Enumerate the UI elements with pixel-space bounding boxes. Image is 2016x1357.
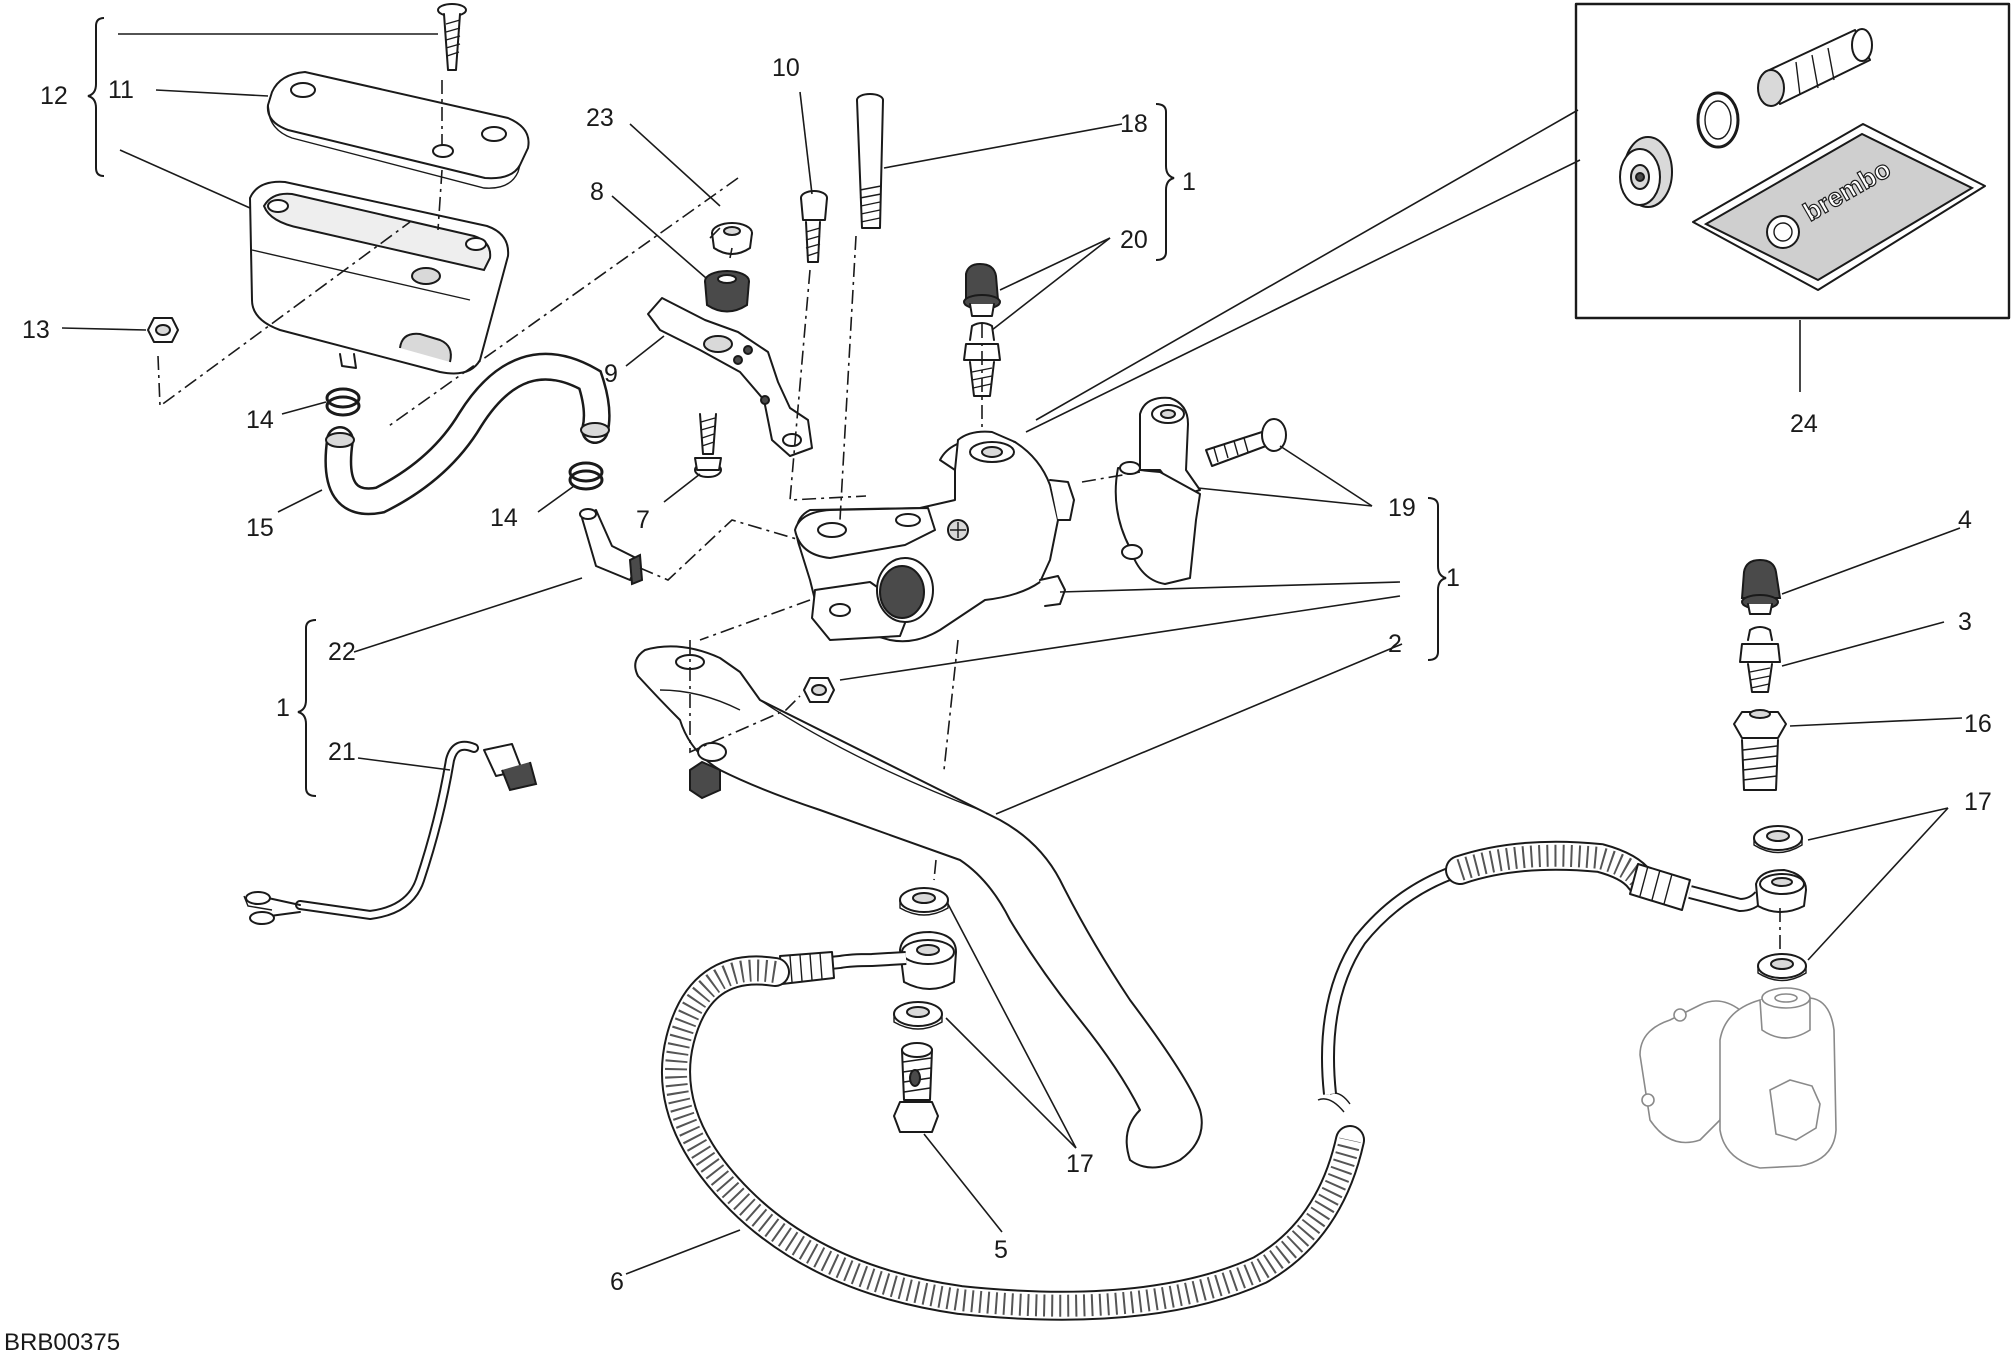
adapter-fitting (1733, 709, 1787, 791)
callout-19: 19 (1388, 494, 1416, 522)
callout-14-upper: 14 (246, 406, 274, 434)
leader-lines (61, 33, 1963, 1275)
bleed-cap-upper (963, 262, 1001, 317)
callout-6: 6 (610, 1268, 624, 1296)
callout-2: 2 (1388, 630, 1402, 658)
mounting-bracket (647, 297, 813, 457)
handlebar-clamp-lower (1114, 461, 1201, 585)
callout-22: 22 (328, 638, 356, 666)
banjo-fitting (899, 931, 957, 990)
bracket-mount-screw (694, 413, 722, 478)
callout-24: 24 (1790, 410, 1818, 438)
reservoir-cover (266, 71, 530, 189)
callout-14-lower: 14 (490, 504, 518, 532)
sealing-washer-upper-right (1753, 825, 1803, 854)
banjo-washer-upper (899, 887, 949, 916)
bleed-nipple (1739, 626, 1781, 693)
handlebar-clamp-upper (1139, 396, 1201, 497)
sealing-washer-lower-right (1757, 953, 1807, 982)
callout-7: 7 (636, 506, 650, 534)
callout-10: 10 (772, 54, 800, 82)
cup-seal (1619, 136, 1673, 208)
bracket-screw (800, 190, 828, 263)
grommet (711, 222, 753, 255)
callout-13: 13 (22, 316, 50, 344)
callout-12: 12 (40, 82, 68, 110)
callout-15: 15 (246, 514, 274, 542)
bleed-cap (1740, 558, 1782, 615)
callout-11: 11 (108, 76, 134, 104)
callout-20: 20 (1120, 226, 1148, 254)
hose-clamp-lower (568, 461, 604, 491)
callout-labels: 12 11 13 14 15 14 23 8 9 7 10 18 1 20 24… (4, 54, 1992, 1356)
callout-4: 4 (1958, 506, 1972, 534)
callout-18: 18 (1120, 110, 1148, 138)
elbow-fitting (579, 508, 644, 586)
push-rod-bush (1757, 28, 1873, 107)
clutch-slave-cylinder (1639, 987, 1837, 1169)
callout-23: 23 (586, 104, 614, 132)
rubber-grommet (704, 270, 750, 313)
brembo-instruction-card: brembo (1692, 123, 1986, 291)
nut (147, 317, 179, 343)
callout-1-mid: 1 (1446, 564, 1460, 592)
callout-16: 16 (1964, 710, 1992, 738)
master-cylinder-body (794, 430, 1075, 643)
callout-1-left: 1 (276, 694, 290, 722)
alignment-lines (157, 80, 1781, 950)
diagram-code: BRB00375 (4, 1329, 120, 1356)
clutch-hose (661, 840, 1807, 1321)
cover-screw (437, 3, 467, 71)
reservoir-body (249, 180, 510, 375)
lever-pivot-pin (856, 93, 884, 229)
callout-3: 3 (1958, 608, 1972, 636)
callout-17-bottom: 17 (1066, 1150, 1094, 1178)
circlip (1696, 91, 1740, 149)
callout-17-right: 17 (1964, 788, 1992, 816)
hose-clamp-upper (325, 387, 361, 417)
callout-21: 21 (328, 738, 356, 766)
clutch-switch (243, 740, 538, 925)
clamp-screw (1205, 418, 1287, 467)
callout-9: 9 (604, 360, 618, 388)
banjo-bolt (893, 1042, 939, 1133)
pivot-nut (803, 677, 835, 703)
callout-1-top: 1 (1182, 168, 1196, 196)
callout-8: 8 (590, 178, 604, 206)
callout-5: 5 (994, 1236, 1008, 1264)
banjo-washer-lower (893, 1001, 943, 1030)
reservoir-hose (324, 352, 611, 516)
group-braces (87, 17, 1447, 797)
inset-repair-kit: brembo (1574, 2, 2011, 320)
